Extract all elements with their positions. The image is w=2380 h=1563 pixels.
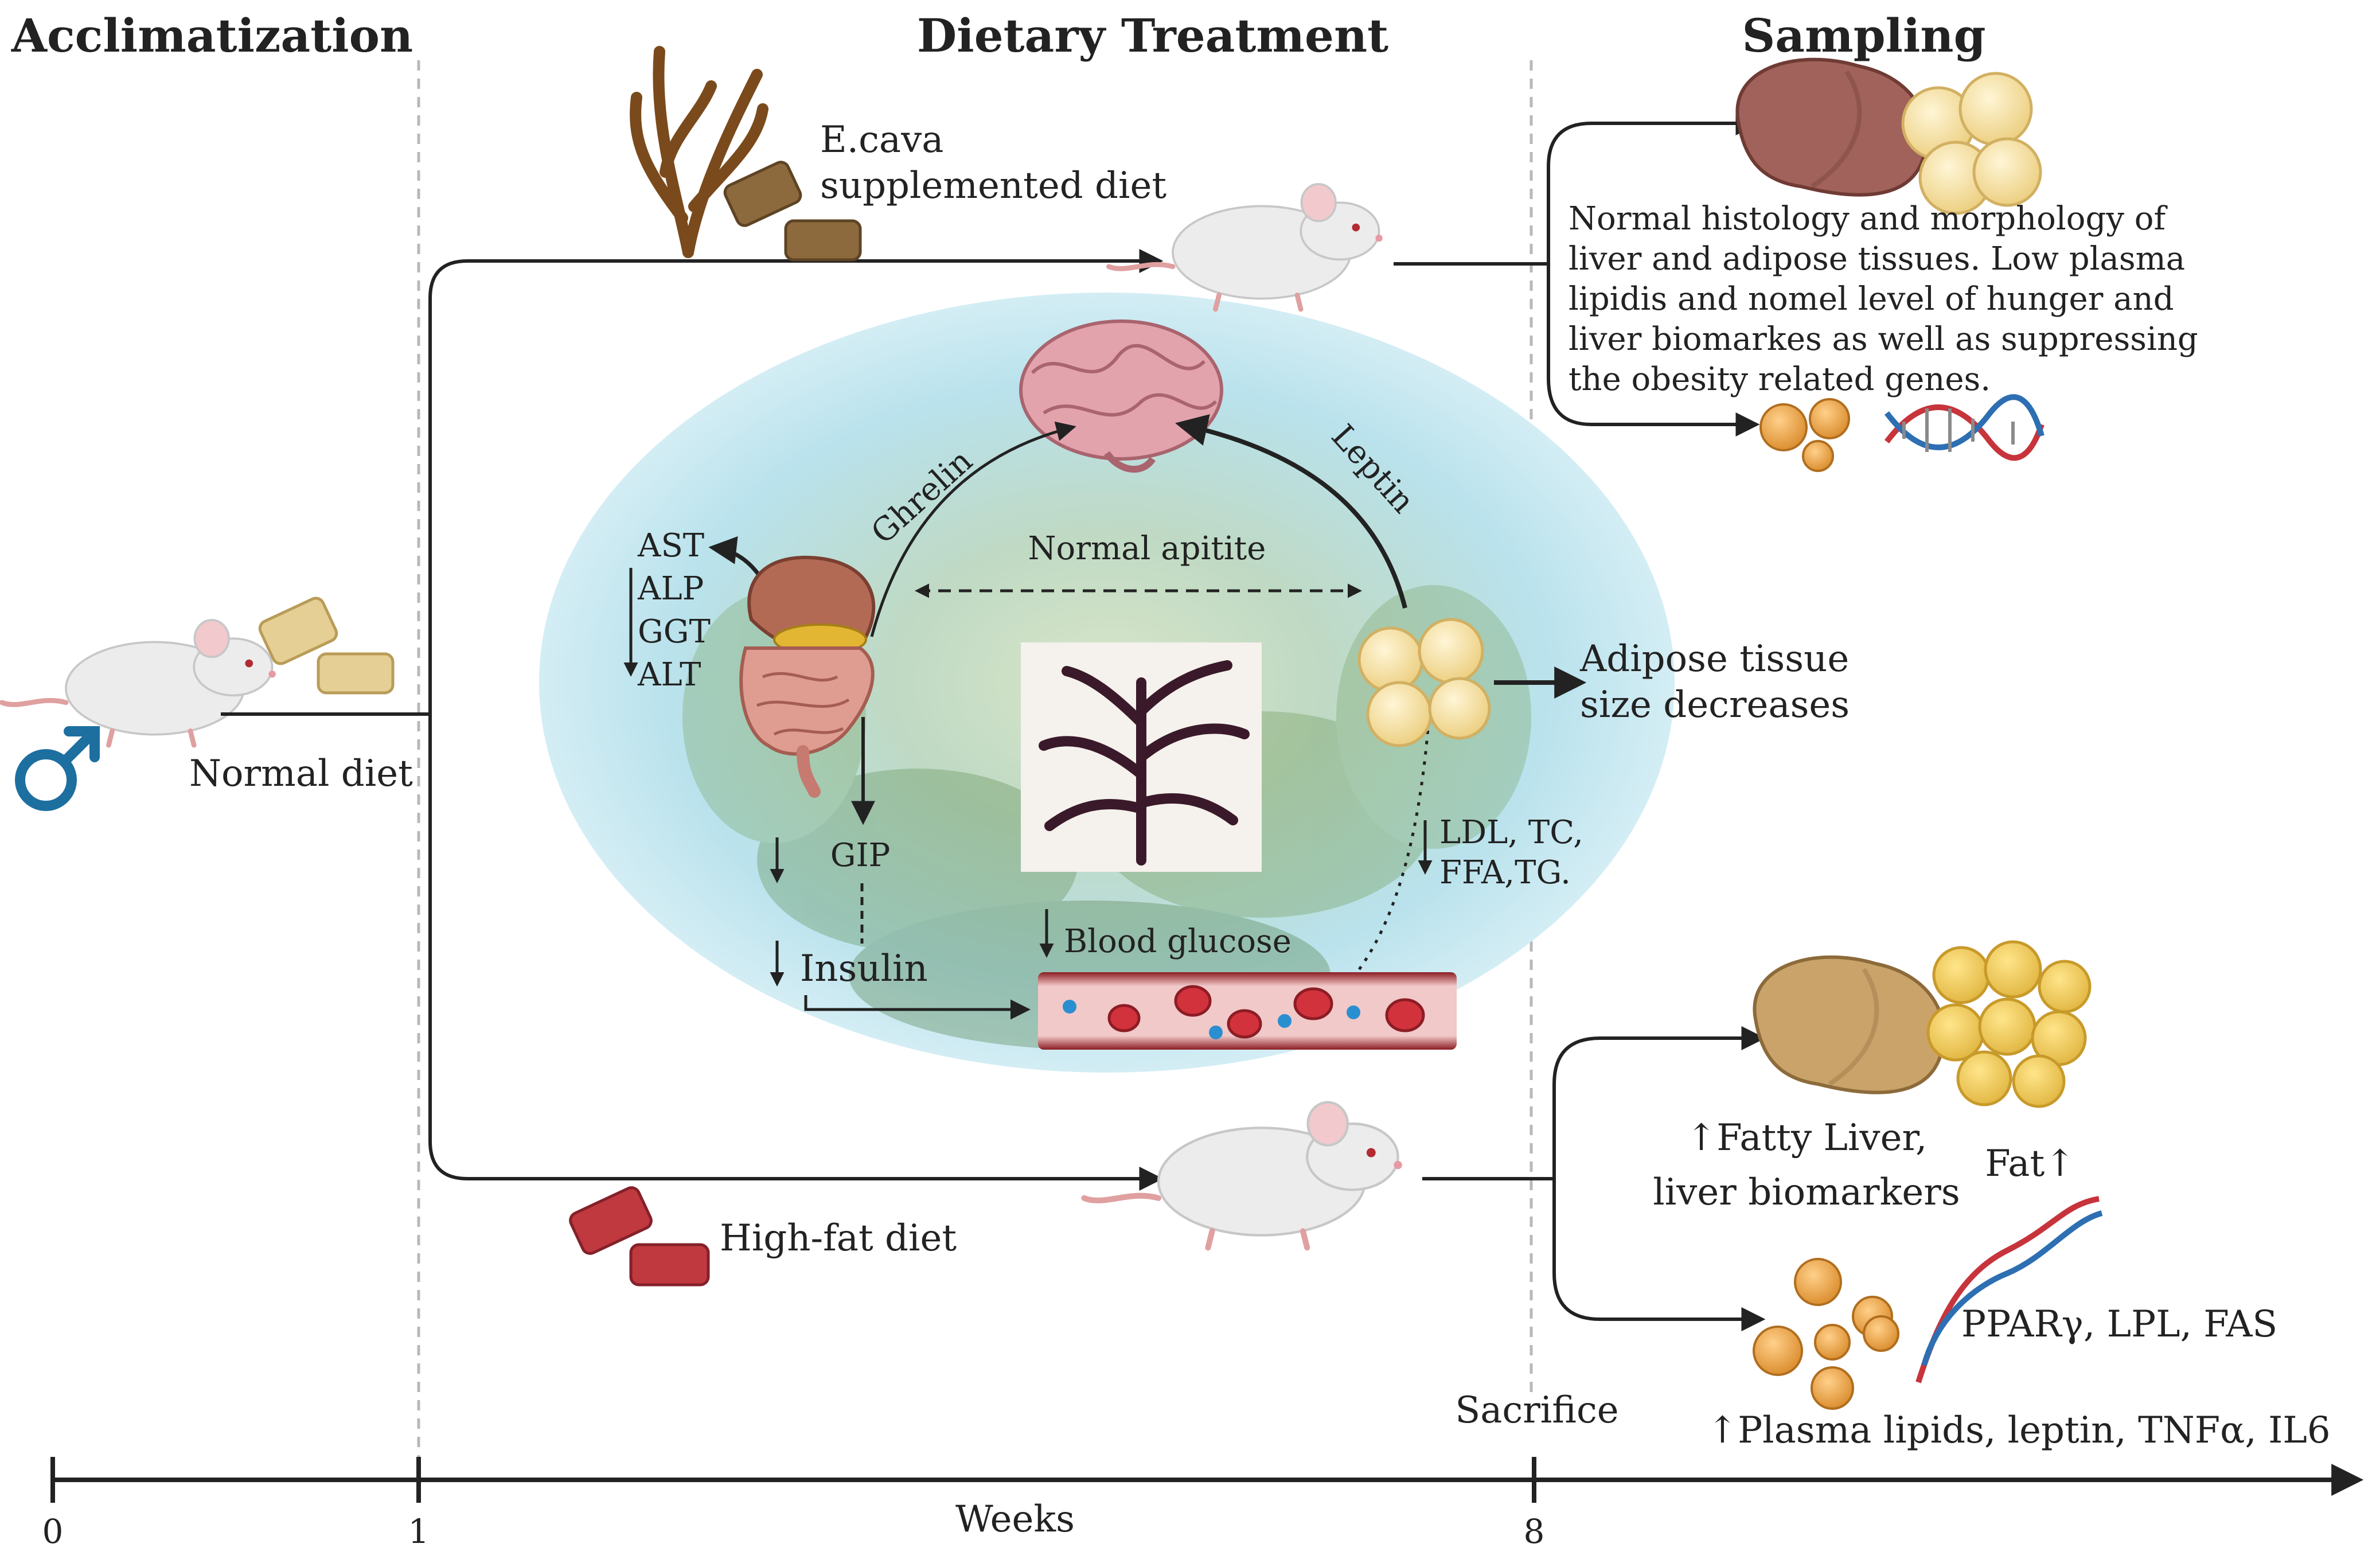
highfat-to-genes-arrow [1552, 1179, 1766, 1331]
dna-icon-upregulated [1915, 1196, 2103, 1383]
weeks-axis-label: Weeks [955, 1498, 1075, 1541]
enzyme-ast: AST [637, 527, 704, 564]
adipose-label-line1: Adipose tissue [1579, 638, 1849, 680]
pellet-icon-highfat [569, 1186, 710, 1287]
normal-appetite-label: Normal apitite [1028, 530, 1266, 567]
pellet-icon-normal-1 [258, 597, 395, 695]
liver-enzymes-list: AST ALP GGT ALT [637, 527, 711, 693]
blood-glucose-label: Blood glucose [1064, 923, 1292, 960]
pellet-icon-ecava [723, 161, 862, 262]
sampling-top-line-3: lipidis and nomel level of hunger and [1569, 280, 2174, 318]
seaweed-icon-center [1039, 660, 1250, 866]
intestine-icon [739, 555, 876, 798]
header-dietary-treatment: Dietary Treatment [917, 9, 1388, 63]
timeline-tick-label-1: 1 [408, 1512, 430, 1551]
plasma-markers-label: ↑Plasma lipids, leptin, TNFα, IL6 [1707, 1409, 2330, 1452]
enzyme-alp: ALP [637, 570, 704, 607]
genes-label: PPARγ, LPL, FAS [1961, 1303, 2277, 1346]
sacrifice-label: Sacrifice [1455, 1389, 1618, 1432]
dna-icon-healthy [1885, 394, 2045, 461]
vessel-to-adipose-dotted [1357, 728, 1430, 970]
timeline-tick-label-8: 8 [1524, 1512, 1545, 1551]
highfat-diet-label: High-fat diet [720, 1217, 957, 1260]
fat-droplets-icon-enlarged [1753, 1258, 1899, 1410]
blood-vessel-icon [1038, 972, 1457, 1050]
seaweed-icon-top [630, 46, 768, 258]
normal-diet-label: Normal diet [189, 753, 413, 795]
gip-label: GIP [830, 837, 891, 874]
fat-droplets-icon-healthy [1759, 398, 1850, 472]
header-acclimatization: Acclimatization [11, 9, 413, 63]
male-symbol-icon [15, 726, 100, 811]
sampling-top-line-5: the obesity related genes. [1569, 361, 1991, 398]
sampling-top-line-1: Normal histology and morphology of [1569, 200, 2168, 237]
ghrelin-arrow [870, 421, 1076, 637]
sampling-top-description: Normal histology and morphology of liver… [1569, 200, 2198, 398]
mouse-icon-acclimatization [2, 620, 275, 745]
sampling-top-line-4: liver biomarkes as well as suppressing [1569, 321, 2198, 358]
sampling-top-line-2: liver and adipose tissues. Low plasma [1569, 240, 2185, 278]
enzyme-ggt: GGT [638, 613, 711, 650]
leptin-arrow [1175, 414, 1407, 609]
lipids-label-line2: FFA,TG. [1439, 854, 1571, 891]
liver-icon-fatty [1754, 957, 1944, 1093]
enzyme-alt: ALT [637, 656, 701, 693]
adipose-cells-icon-healthy [1901, 72, 2042, 215]
fatty-liver-label: ↑Fatty Liver, [1686, 1117, 1928, 1159]
insulin-to-vessel-arrow [804, 995, 1031, 1020]
mouse-icon-highfat [1084, 1102, 1402, 1248]
ecava-to-genes-arrow [1547, 264, 1760, 436]
ecava-to-liver-arrow [1547, 111, 1760, 264]
fat-increase-label: Fat↑ [1985, 1143, 2075, 1185]
highfat-to-liver-arrow [1552, 1026, 1766, 1179]
adipose-cells-icon-enlarged [1926, 940, 2092, 1108]
highfat-branch-arrow [428, 714, 1164, 1191]
ecava-branch-arrow [428, 249, 1164, 714]
ecava-diet-label-line1: E.cava [820, 119, 943, 161]
liver-icon-healthy [1737, 60, 1926, 195]
liver-biomarkers-label: liver biomarkers [1653, 1171, 1960, 1214]
ecava-diet-label-line2: supplemented diet [820, 165, 1166, 207]
adipose-label-line2: size decreases [1580, 684, 1850, 726]
timeline-tick-label-0: 0 [42, 1512, 64, 1551]
lipids-label-line1: LDL, TC, [1439, 814, 1583, 851]
insulin-label: Insulin [800, 948, 928, 990]
header-sampling: Sampling [1742, 9, 1985, 63]
adipose-cells-icon-center [1357, 618, 1491, 747]
